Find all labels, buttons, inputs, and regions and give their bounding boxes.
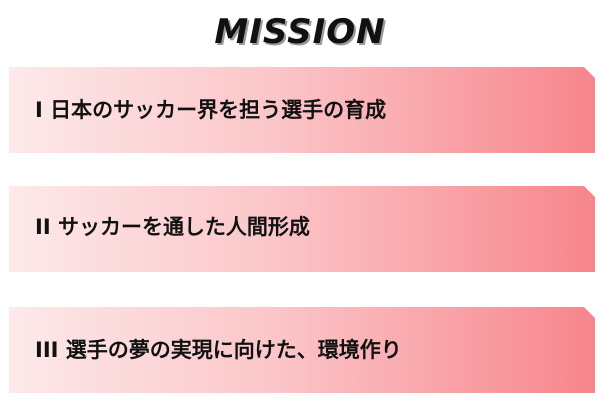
mission-item-2: II サッカーを通した人間形成 bbox=[9, 186, 595, 272]
page-title: MISSION bbox=[214, 12, 386, 52]
mission-item-label: II サッカーを通した人間形成 bbox=[35, 215, 310, 239]
mission-item-label: III 選手の夢の実現に向けた、環境作り bbox=[35, 338, 402, 362]
mission-item-1: I 日本のサッカー界を担う選手の育成 bbox=[9, 67, 595, 153]
mission-item-3: III 選手の夢の実現に向けた、環境作り bbox=[9, 307, 595, 393]
mission-item-label: I 日本のサッカー界を担う選手の育成 bbox=[35, 98, 387, 122]
